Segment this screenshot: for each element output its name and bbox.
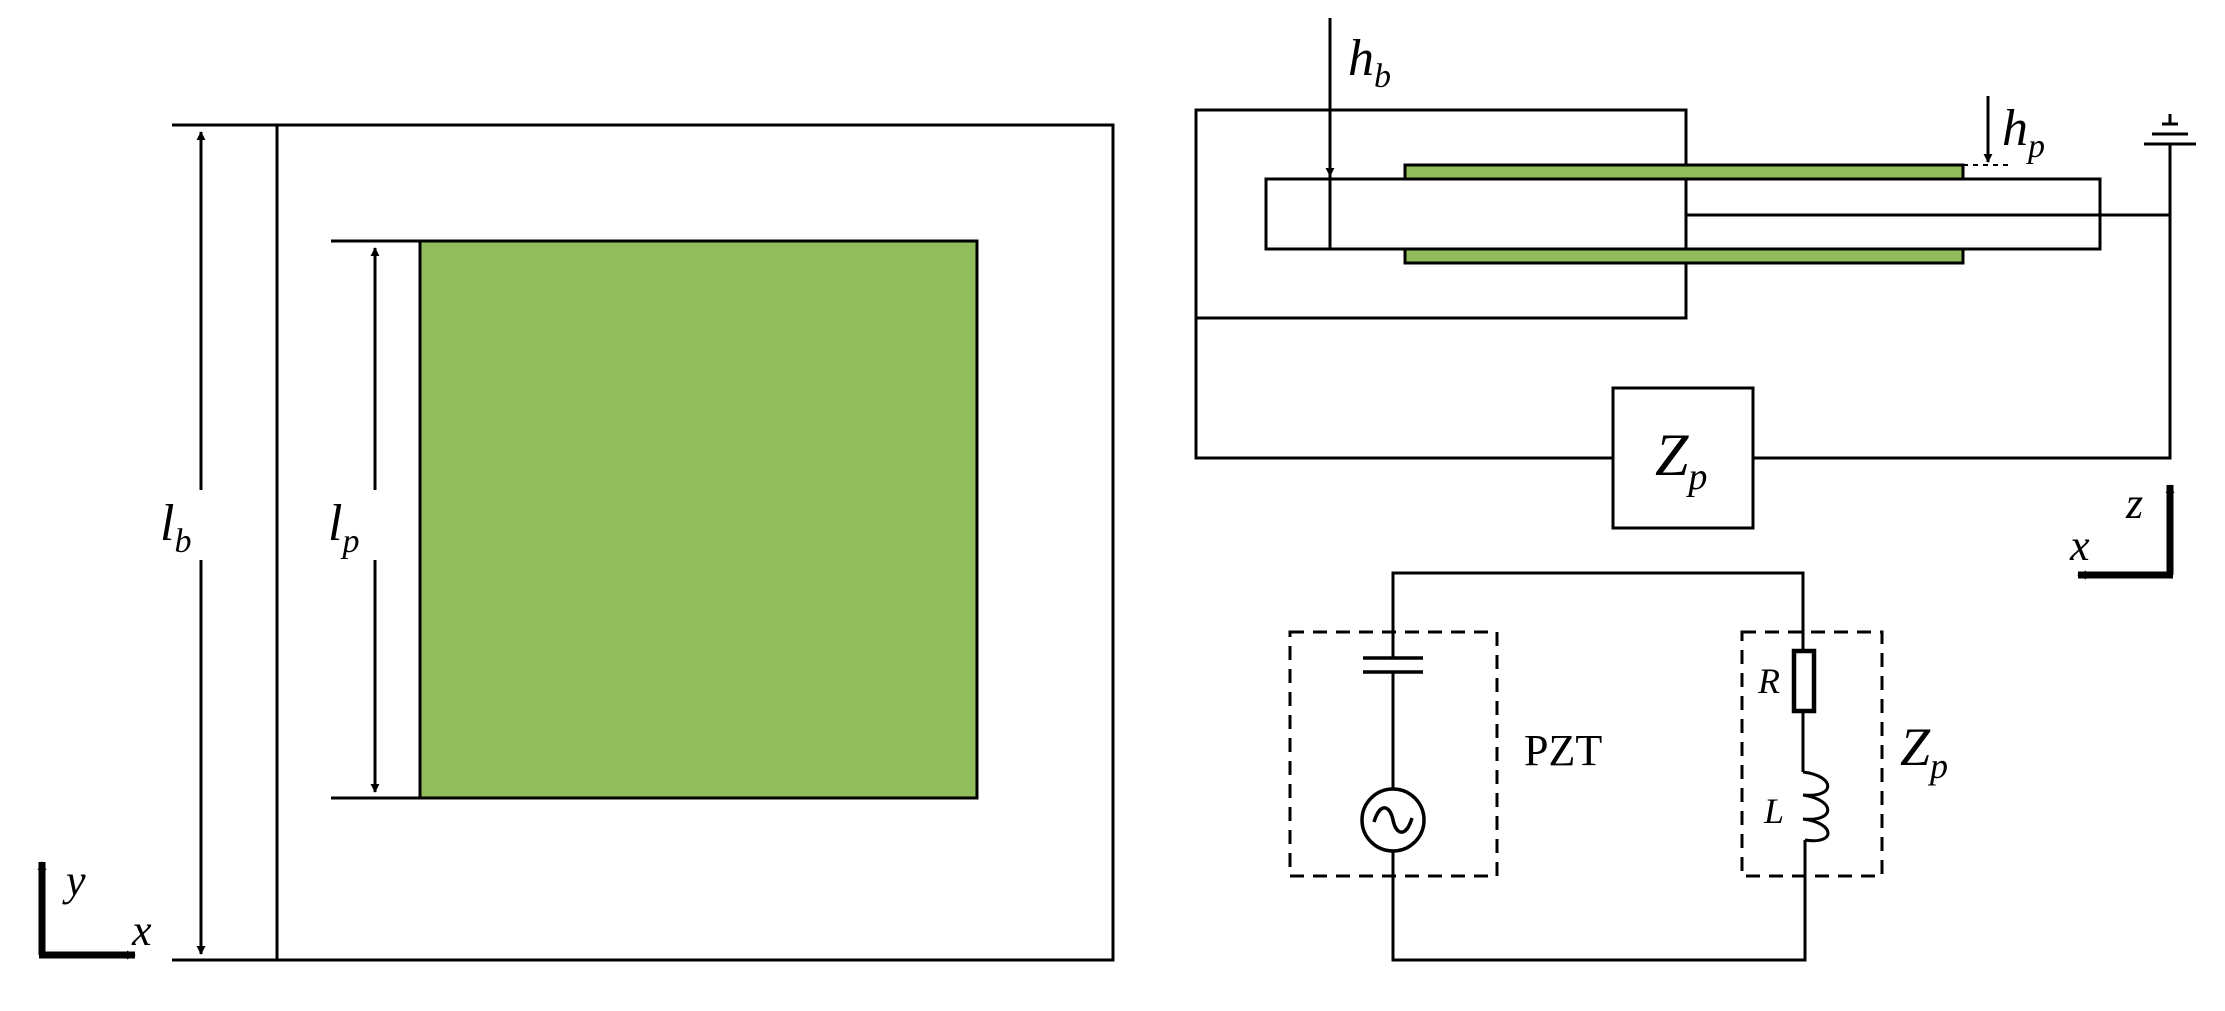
resistor-icon bbox=[1791, 648, 1817, 772]
impedance-box bbox=[1611, 386, 1755, 530]
label-bg bbox=[150, 490, 205, 560]
patch-length-label: lp bbox=[328, 495, 359, 560]
clamp-block bbox=[1194, 108, 1688, 320]
patch-thickness-label: hp bbox=[2002, 100, 2045, 165]
beam-outline bbox=[275, 123, 1115, 962]
zp-circuit-label: Zp bbox=[1900, 717, 1948, 786]
ac-source-icon bbox=[1360, 787, 1426, 853]
piezo-layer-top bbox=[1403, 163, 1965, 181]
circuit-wire-left bbox=[1194, 318, 1613, 460]
pzt-dashed-box bbox=[1288, 630, 1499, 878]
capacitor-icon bbox=[1363, 656, 1423, 788]
axis-x-label: x bbox=[131, 906, 152, 955]
pzt-label: PZT bbox=[1524, 726, 1602, 775]
piezo-layer-bottom bbox=[1403, 247, 1965, 265]
circuit-top-wire bbox=[1391, 571, 1805, 658]
circuit-bottom-wire bbox=[1391, 840, 1807, 962]
impedance-box-label: Zp bbox=[1655, 422, 1707, 498]
beam-length-label: lb bbox=[160, 495, 191, 560]
circuit-wire-right bbox=[1753, 215, 2172, 460]
equivalent-circuit: PZT Zp R L bbox=[1288, 571, 1948, 962]
inductor-label: L bbox=[1763, 791, 1784, 831]
xy-axes-icon: y x bbox=[37, 856, 152, 960]
axis-y-label: y bbox=[62, 856, 86, 905]
top-view: lb lp y x bbox=[37, 123, 1115, 962]
axis-z-label: z bbox=[2125, 479, 2143, 528]
ground-icon bbox=[2144, 114, 2196, 215]
beam-thickness-label: hb bbox=[1348, 30, 1391, 95]
resistor-label: R bbox=[1757, 661, 1780, 701]
side-view: hb hp Zp z x bbox=[1194, 18, 2196, 580]
piezo-patch bbox=[418, 239, 979, 800]
xz-axes-icon: z x bbox=[2069, 479, 2175, 580]
label-bg bbox=[322, 490, 380, 560]
zp-dashed-box bbox=[1740, 630, 1884, 878]
inductor-icon bbox=[1802, 770, 1830, 843]
axis-x-label-side: x bbox=[2069, 521, 2090, 570]
